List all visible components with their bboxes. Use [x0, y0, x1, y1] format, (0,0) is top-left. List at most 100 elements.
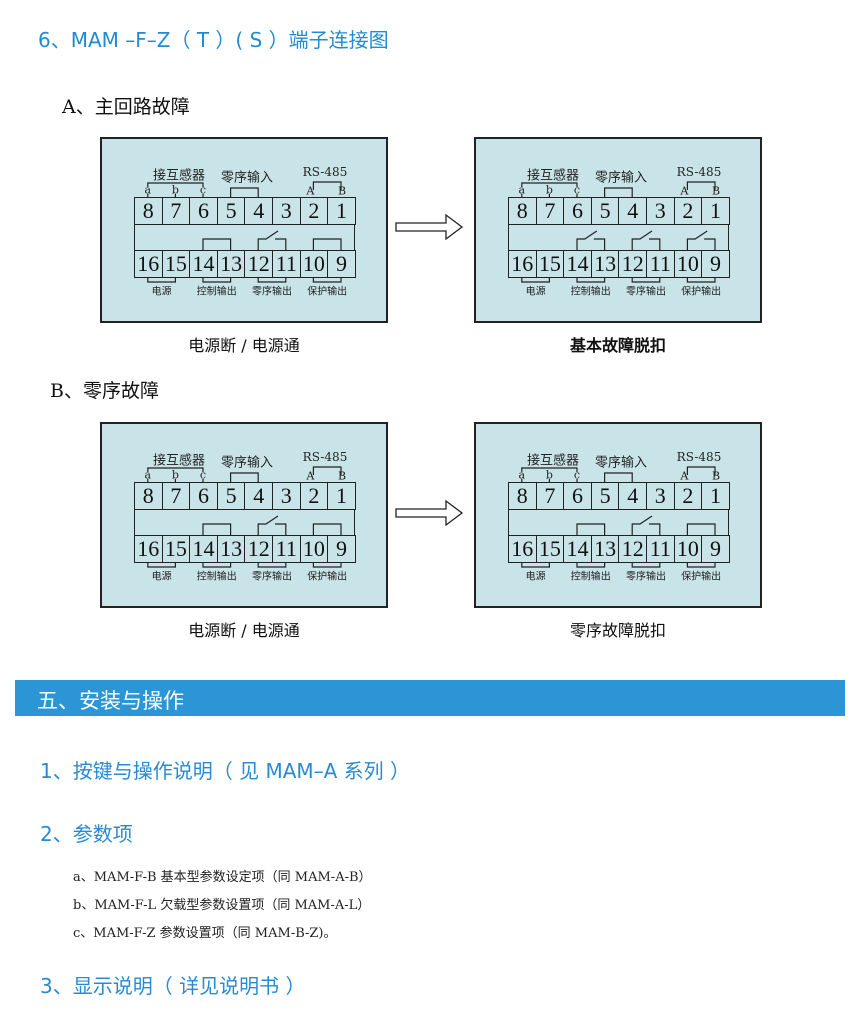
wiring-lines — [521, 466, 716, 568]
output-group-label: 保护输出 — [681, 571, 722, 583]
zero-input-label: 零序输入 — [594, 170, 648, 186]
rs485-pin-A: A — [680, 469, 689, 483]
terminal-middle-band — [508, 225, 729, 250]
relay-contact-open — [686, 230, 716, 250]
relay-contact-closed — [202, 523, 232, 535]
zero-input-bracket — [230, 472, 259, 482]
diagram-caption: 零序故障脱扣 — [569, 621, 666, 640]
relay-contact-closed — [202, 238, 232, 250]
output-group-label: 零序输出 — [252, 571, 292, 583]
diagram-caption: 电源断 / 电源通 — [188, 336, 300, 355]
relay-contact-closed — [576, 523, 606, 535]
output-group-label: 电源 — [525, 571, 546, 583]
output-bracket — [312, 563, 342, 568]
output-group-label: 零序输出 — [252, 286, 292, 298]
output-group-label: 控制输出 — [196, 571, 237, 583]
rs485-pin-B: B — [337, 184, 347, 198]
output-bracket — [631, 563, 661, 568]
output-bracket — [631, 278, 661, 283]
relay-contact-closed — [312, 523, 342, 535]
rs485-pin-B: B — [337, 469, 347, 483]
output-bracket — [576, 563, 606, 568]
output-bracket — [686, 278, 716, 283]
output-bracket — [686, 563, 716, 568]
ct-phase-a: a — [518, 183, 526, 197]
ct-phase-c: c — [199, 183, 207, 197]
output-group-label: 电源 — [525, 286, 546, 298]
ct-bracket — [147, 467, 204, 472]
output-bracket — [576, 278, 606, 283]
install-section-title: 五、安装与操作 — [37, 689, 184, 713]
output-group-label: 电源 — [151, 571, 172, 583]
ct-label: 接互感器 — [152, 168, 206, 184]
relay-contact-closed — [686, 523, 716, 535]
rs485-pin-A: A — [680, 184, 689, 198]
zero-input-bracket — [604, 472, 633, 482]
terminal-1: 1 — [701, 482, 730, 510]
zero-input-bracket — [230, 187, 259, 197]
terminal-9: 9 — [327, 535, 356, 563]
ct-bracket — [147, 182, 204, 187]
ct-phase-b: b — [545, 468, 553, 482]
terminal-middle-band — [508, 510, 729, 535]
ct-phase-c: c — [199, 468, 207, 482]
relay-contact-open — [257, 230, 287, 250]
output-group-label: 控制输出 — [570, 286, 611, 298]
output-group-label: 保护输出 — [681, 286, 722, 298]
rs485-label: RS-485 — [302, 450, 348, 464]
section-a-heading: A、主回路故障 — [62, 96, 190, 118]
output-bracket — [257, 278, 287, 283]
output-group-label: 零序输出 — [626, 286, 666, 298]
terminal-9: 9 — [701, 535, 730, 563]
param-item: b、MAM-F-L 欠载型参数设置项（同 MAM-A-L） — [73, 898, 371, 913]
param-item: c、MAM-F-Z 参数设置项（同 MAM-B-Z)。 — [73, 926, 337, 941]
terminal-9: 9 — [701, 250, 730, 278]
rs485-label: RS-485 — [302, 165, 348, 179]
output-bracket — [147, 278, 176, 283]
ct-bracket — [521, 182, 578, 187]
ct-label: 接互感器 — [526, 168, 580, 184]
relay-contact-open — [257, 515, 287, 535]
install-section-bar: 五、安装与操作 — [15, 680, 845, 716]
rs485-bracket — [312, 466, 342, 475]
ct-label: 接互感器 — [526, 453, 580, 469]
ct-phase-a: a — [144, 183, 152, 197]
output-bracket — [257, 563, 287, 568]
ct-phase-a: a — [518, 468, 526, 482]
relay-contact-open — [631, 230, 661, 250]
page-title: 6、MAM –F–Z（ T ）( S ）端子连接图 — [38, 28, 389, 52]
terminal-1: 1 — [327, 482, 356, 510]
rs485-pin-A: A — [306, 184, 315, 198]
ct-phase-c: c — [573, 183, 581, 197]
ct-phase-c: c — [573, 468, 581, 482]
rs485-bracket — [686, 181, 716, 190]
diagram-caption: 基本故障脱扣 — [569, 336, 666, 355]
rs485-label: RS-485 — [676, 450, 722, 464]
output-bracket — [312, 278, 342, 283]
output-bracket — [521, 278, 550, 283]
output-group-label: 零序输出 — [626, 571, 666, 583]
relay-contact-closed — [312, 238, 342, 250]
output-group-label: 电源 — [151, 286, 172, 298]
rs485-label: RS-485 — [676, 165, 722, 179]
output-group-label: 控制输出 — [196, 286, 237, 298]
rs485-bracket — [312, 181, 342, 190]
terminal-1: 1 — [701, 197, 730, 225]
heading-params: 2、参数项 — [40, 822, 133, 846]
rs485-pin-B: B — [711, 184, 721, 198]
ct-phase-b: b — [171, 183, 179, 197]
zero-input-label: 零序输入 — [594, 455, 648, 471]
rs485-pin-B: B — [711, 469, 721, 483]
zero-input-label: 零序输入 — [220, 455, 274, 471]
wiring-lines — [521, 181, 716, 283]
wiring-lines — [147, 466, 342, 568]
output-group-label: 控制输出 — [570, 571, 611, 583]
output-group-label: 保护输出 — [307, 571, 348, 583]
terminal-9: 9 — [327, 250, 356, 278]
ct-bracket — [521, 467, 578, 472]
ct-phase-b: b — [171, 468, 179, 482]
terminal-1: 1 — [327, 197, 356, 225]
